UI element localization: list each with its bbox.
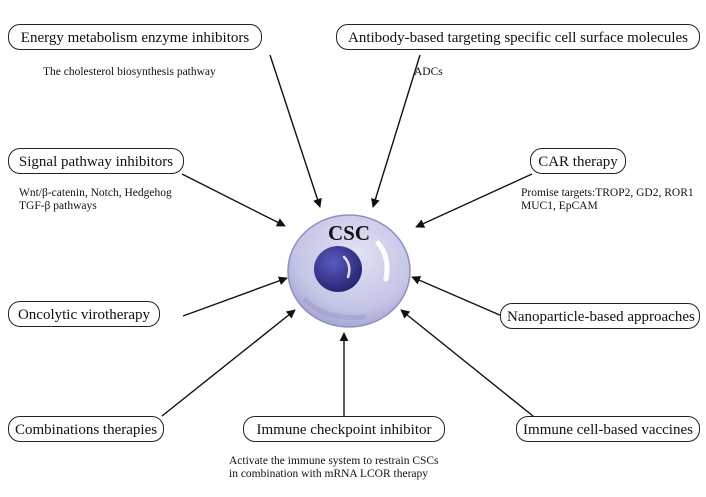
- note-checkpoint-line2: in combination with mRNA LCOR therapy: [229, 468, 428, 480]
- box-combinations: Combinations therapies: [8, 416, 164, 442]
- arrow-antibody: [371, 54, 421, 208]
- arrow-oncolytic: [182, 276, 288, 317]
- csc-label: CSC: [327, 221, 370, 245]
- box-oncolytic: Oncolytic virotherapy: [8, 301, 160, 327]
- box-nanoparticle: Nanoparticle-based approaches: [500, 303, 700, 329]
- note-checkpoint-line1: Activate the immune system to restrain C…: [229, 455, 439, 467]
- box-signal-pathway: Signal pathway inhibitors: [8, 148, 184, 174]
- arrow-car: [415, 173, 533, 228]
- note-antibody: ADCs: [414, 66, 443, 78]
- note-signal-line2: TGF-β pathways: [19, 200, 97, 212]
- note-energy: The cholesterol biosynthesis pathway: [43, 66, 216, 78]
- arrow-energy: [269, 54, 322, 208]
- box-energy-metabolism: Energy metabolism enzyme inhibitors: [8, 24, 262, 50]
- box-car-therapy: CAR therapy: [530, 148, 626, 174]
- box-vaccines: Immune cell-based vaccines: [516, 416, 700, 442]
- note-signal-line1: Wnt/β-catenin, Notch, Hedgehog: [19, 187, 172, 199]
- arrow-nanoparticle: [411, 276, 503, 317]
- cell-icon: [287, 214, 411, 328]
- note-car-line1: Promise targets:TROP2, GD2, ROR1: [521, 187, 694, 199]
- box-checkpoint: Immune checkpoint inhibitor: [243, 416, 445, 442]
- csc-cell: CSC: [286, 213, 412, 329]
- note-car-line2: MUC1, EpCAM: [521, 200, 598, 212]
- box-antibody-targeting: Antibody-based targeting specific cell s…: [336, 24, 700, 50]
- arrow-combinations: [161, 309, 296, 417]
- arrow-vaccines: [400, 309, 534, 417]
- arrow-signal: [181, 173, 286, 227]
